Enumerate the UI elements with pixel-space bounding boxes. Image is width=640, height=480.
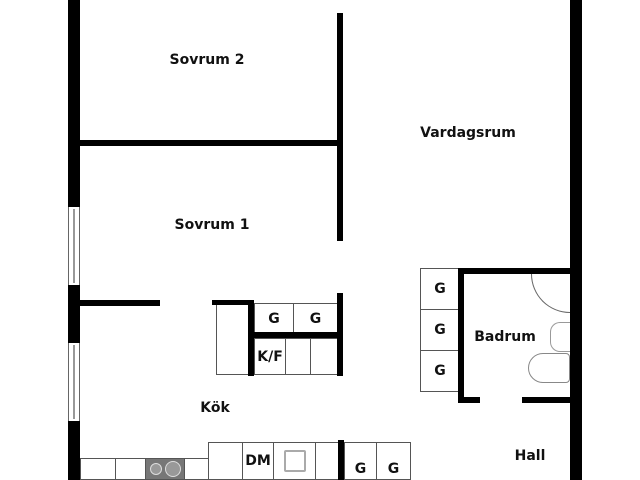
burner-icon (164, 461, 181, 477)
wardrobe: G (420, 350, 460, 392)
room-label-vardagsrum: Vardagsrum (420, 125, 516, 141)
wall-bathroom (458, 268, 570, 274)
wall-bathroom (522, 397, 570, 403)
wardrobe: G (344, 442, 377, 480)
wall-right (570, 0, 582, 480)
wall-bedroom-living (337, 13, 343, 241)
room-label-badrum: Badrum (474, 329, 536, 345)
room-label-hall: Hall (514, 448, 546, 464)
wall (212, 300, 254, 305)
wardrobe: G (376, 442, 411, 480)
counter (184, 458, 209, 480)
cabinet (310, 338, 338, 375)
wall (338, 440, 344, 480)
cabinet (285, 338, 311, 375)
room-label-sovrum-1: Sovrum 1 (174, 217, 250, 233)
cabinet (216, 304, 250, 375)
counter (80, 458, 116, 480)
window (68, 343, 80, 421)
burner-icon (149, 463, 162, 475)
room-label-sovrum-2: Sovrum 2 (169, 52, 245, 68)
sink (273, 442, 316, 480)
shower-icon (531, 274, 570, 313)
wardrobe: G (420, 268, 460, 310)
wall-bathroom (458, 268, 464, 403)
wall (248, 300, 254, 376)
wall-bedroom-divider (80, 140, 342, 146)
room-label-kok: Kök (200, 400, 230, 416)
counter (115, 458, 146, 480)
wall (254, 332, 340, 338)
counter (315, 442, 339, 480)
wall (337, 293, 343, 376)
washbasin-icon (550, 322, 570, 352)
stove (145, 458, 185, 480)
wardrobe: G (254, 303, 294, 335)
fridge-freezer: K/F (254, 338, 286, 375)
wardrobe: G (293, 303, 338, 335)
toilet-icon (528, 353, 570, 383)
wall-kitchen-stub (80, 300, 160, 306)
dishwasher: DM (242, 442, 274, 480)
counter (208, 442, 243, 480)
wardrobe: G (420, 309, 460, 351)
window (68, 207, 80, 285)
sink-icon (283, 450, 306, 472)
wall-bathroom (458, 397, 480, 403)
